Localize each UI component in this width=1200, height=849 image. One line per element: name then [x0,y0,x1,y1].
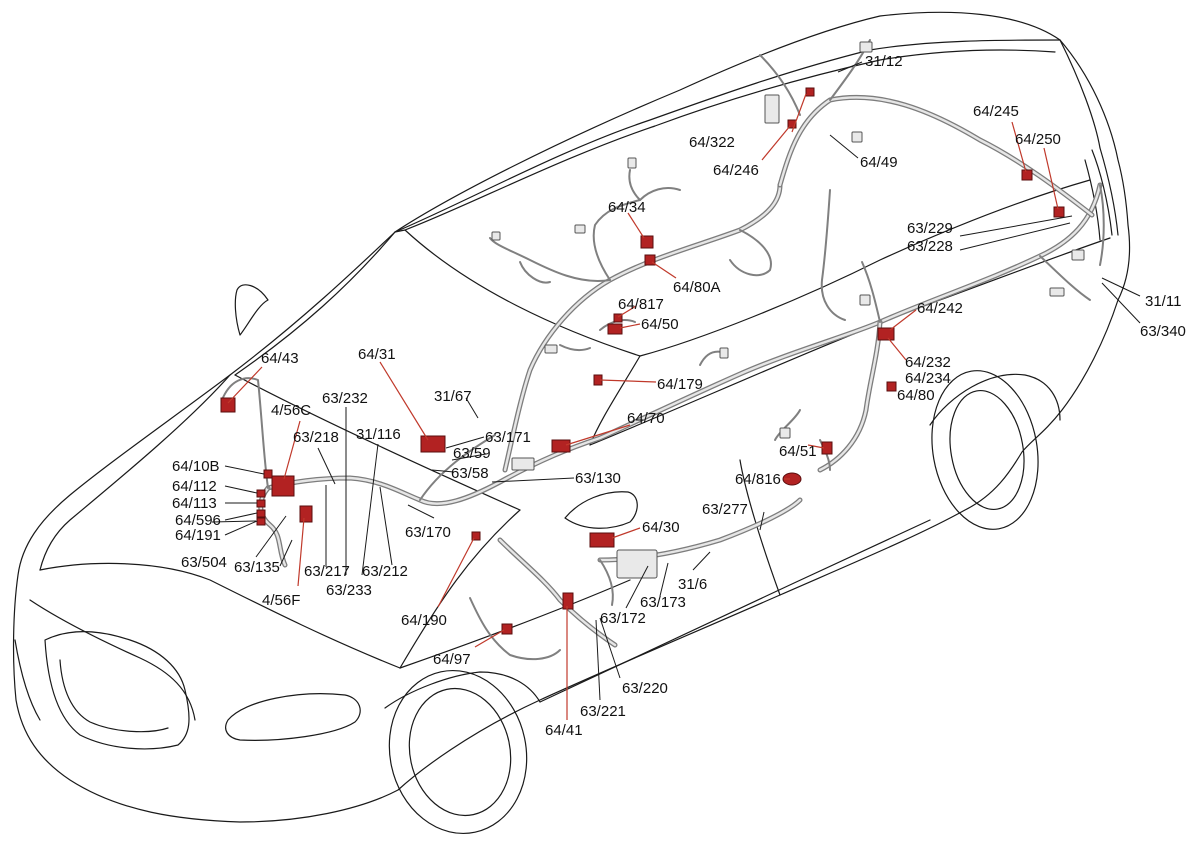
label-64-112: 64/112 [172,478,217,495]
leader-lines [211,61,1141,720]
label-63-220: 63/220 [622,680,668,697]
label-63-228: 63/228 [907,238,953,255]
component-64-10B [263,469,273,479]
label-31-11: 31/11 [1145,293,1181,310]
label-64-51: 64/51 [779,443,817,460]
component-64-113 [256,499,266,508]
label-63-172: 63/172 [600,610,646,627]
label-64-30: 64/30 [642,519,680,536]
label-64-246: 64/246 [713,162,759,179]
component-64-70 [551,439,571,453]
component-64-816 [782,472,802,486]
component-64-80A [644,254,656,266]
label-64-34: 64/34 [608,199,646,216]
label-63-233: 63/233 [326,582,372,599]
label-31-6: 31/6 [678,576,707,593]
label-64-49: 64/49 [860,154,898,171]
label-63-170: 63/170 [405,524,451,541]
label-64-97: 64/97 [433,651,471,668]
component-64-34 [640,235,654,249]
component-4-56F [299,505,313,523]
label-64-31: 64/31 [358,346,396,363]
component-64-190 [471,531,481,541]
label-64-245: 64/245 [973,103,1019,120]
label-64-179: 64/179 [657,376,703,393]
label-63-171: 63/171 [485,429,531,446]
label-63-218: 63/218 [293,429,339,446]
component-64-596 [256,509,266,518]
component-4-56C [271,475,295,497]
label-64-50: 64/50 [641,316,679,333]
label-31-116: 31/116 [356,426,401,443]
wiring-harness [221,39,1105,661]
label-63-212: 63/212 [362,563,408,580]
label-64-816: 64/816 [735,471,781,488]
component-64-245 [1021,169,1033,181]
label-64-232: 64/232 [905,354,951,371]
component-64-246 [787,119,797,129]
label-64-113: 64/113 [172,495,217,512]
component-64-817 [613,313,623,323]
component-64-50 [607,323,623,335]
component-64-80 [886,381,897,392]
label-31-12: 31/12 [865,53,903,70]
component-64-191 [256,517,266,526]
component-64-242 [877,327,895,341]
label-63-221: 63/221 [580,703,626,720]
label-63-229: 63/229 [907,220,953,237]
label-64-596: 64/596 [175,512,221,529]
callout-labels: 31/12 64/245 64/250 64/322 64/246 64/49 … [172,53,1186,739]
label-64-70: 64/70 [627,410,665,427]
label-64-322: 64/322 [689,134,735,151]
label-63-217: 63/217 [304,563,350,580]
component-64-41 [562,592,574,610]
component-64-322 [805,87,815,97]
grey-connectors [491,41,1085,579]
label-64-250: 64/250 [1015,131,1061,148]
label-64-817: 64/817 [618,296,664,313]
label-64-80A: 64/80A [673,279,721,296]
component-64-112 [256,489,266,498]
label-63-135: 63/135 [234,559,280,576]
label-63-232: 63/232 [322,390,368,407]
label-4-56F: 4/56F [262,592,300,609]
label-63-59: 63/59 [453,445,491,462]
label-63-173: 63/173 [640,594,686,611]
component-64-250 [1053,206,1065,218]
label-64-234: 64/234 [905,370,951,387]
label-63-130: 63/130 [575,470,621,487]
label-63-340: 63/340 [1140,323,1186,340]
label-4-56C: 4/56C [271,402,311,419]
label-63-58: 63/58 [451,465,489,482]
component-64-43 [220,397,236,413]
label-63-504: 63/504 [181,554,227,571]
component-64-31 [420,435,446,453]
component-64-97 [501,623,513,635]
label-31-67: 31/67 [434,388,472,405]
label-64-80: 64/80 [897,387,935,404]
label-63-277: 63/277 [702,501,748,518]
label-64-43: 64/43 [261,350,299,367]
component-64-30 [589,532,615,548]
label-64-190: 64/190 [401,612,447,629]
label-64-10B: 64/10B [172,458,220,475]
label-64-191: 64/191 [175,527,221,544]
label-64-41: 64/41 [545,722,583,739]
label-64-242: 64/242 [917,300,963,317]
car-body-outline [12,11,1131,835]
